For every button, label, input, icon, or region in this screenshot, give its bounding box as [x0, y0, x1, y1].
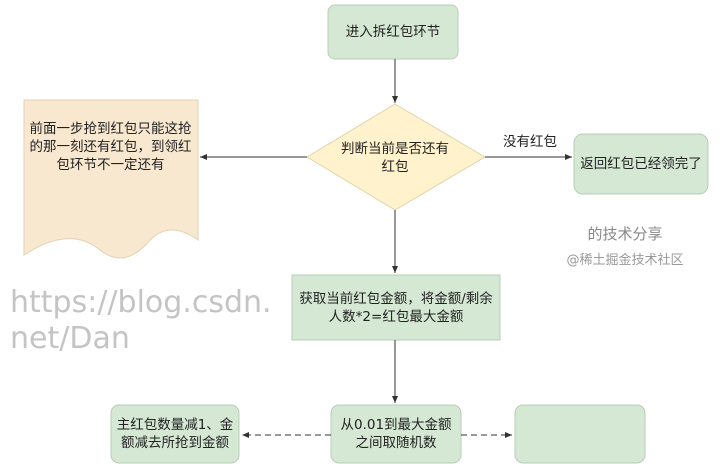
watermark-author: 的技术分享	[587, 225, 663, 243]
update-box	[110, 404, 240, 464]
random-box	[330, 404, 462, 464]
right-box	[514, 404, 646, 464]
empty-label: 返回红包已经领完了	[580, 156, 702, 172]
random-label: 从0.01到最大金额之间取随机数	[340, 417, 452, 451]
start-box	[327, 4, 459, 60]
start-label: 进入拆红包环节	[345, 24, 441, 40]
edge-label-no-packet: 没有红包	[503, 134, 557, 150]
note-label: 前面一步抢到红包只能这抢的那一刻还有红包，到领红包环节不一定还有	[29, 121, 192, 173]
decision-label: 判断当前是否还有红包	[341, 140, 449, 175]
empty-box	[573, 133, 709, 195]
watermark-url: https://blog.csdn.net/Dan	[10, 285, 272, 356]
update-label: 主红包数量减1、金额减去所抢到金额	[116, 417, 234, 451]
right-label	[519, 405, 641, 463]
watermark-site: @稀土掘金技术社区	[566, 253, 684, 268]
calc-label: 获取当前红包金额，将金额/剩余人数*2=红包最大金额	[299, 290, 493, 325]
note-shape	[23, 99, 199, 259]
calc-box	[291, 274, 501, 341]
